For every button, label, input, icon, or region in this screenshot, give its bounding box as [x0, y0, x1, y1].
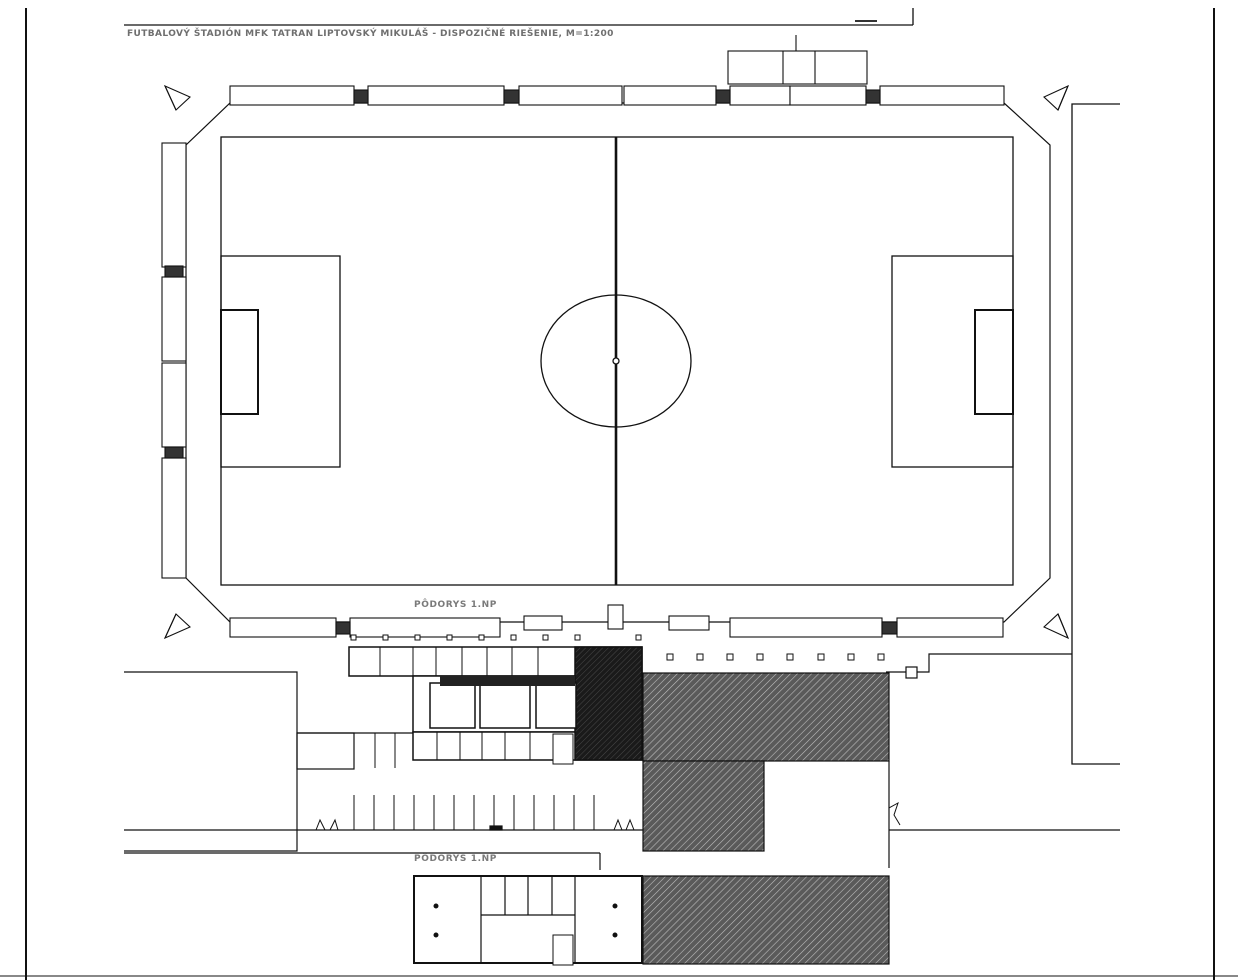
bottom-stands: [229, 604, 1004, 638]
lower-building: [413, 875, 643, 966]
left-stands: [161, 142, 187, 579]
roads-parking: [124, 653, 1120, 870]
top-stands: [229, 35, 1005, 106]
right-road: [1071, 103, 1120, 765]
sheet-frame: [0, 8, 1238, 980]
main-building: [348, 646, 643, 765]
ground-floor-label: PÔDORYS 1.NP: [414, 600, 497, 610]
floodlight-masts: [163, 84, 1070, 640]
second-floor-label: PÔDORYS 1.NP: [414, 854, 497, 864]
football-pitch: [220, 136, 1014, 586]
drawing-title: FUTBALOVÝ ŠTADIÓN MFK TATRAN LIPTOVSKÝ M…: [127, 29, 614, 39]
bollards: [350, 634, 885, 661]
top-road: [124, 8, 914, 26]
hatched-areas: [642, 672, 890, 965]
